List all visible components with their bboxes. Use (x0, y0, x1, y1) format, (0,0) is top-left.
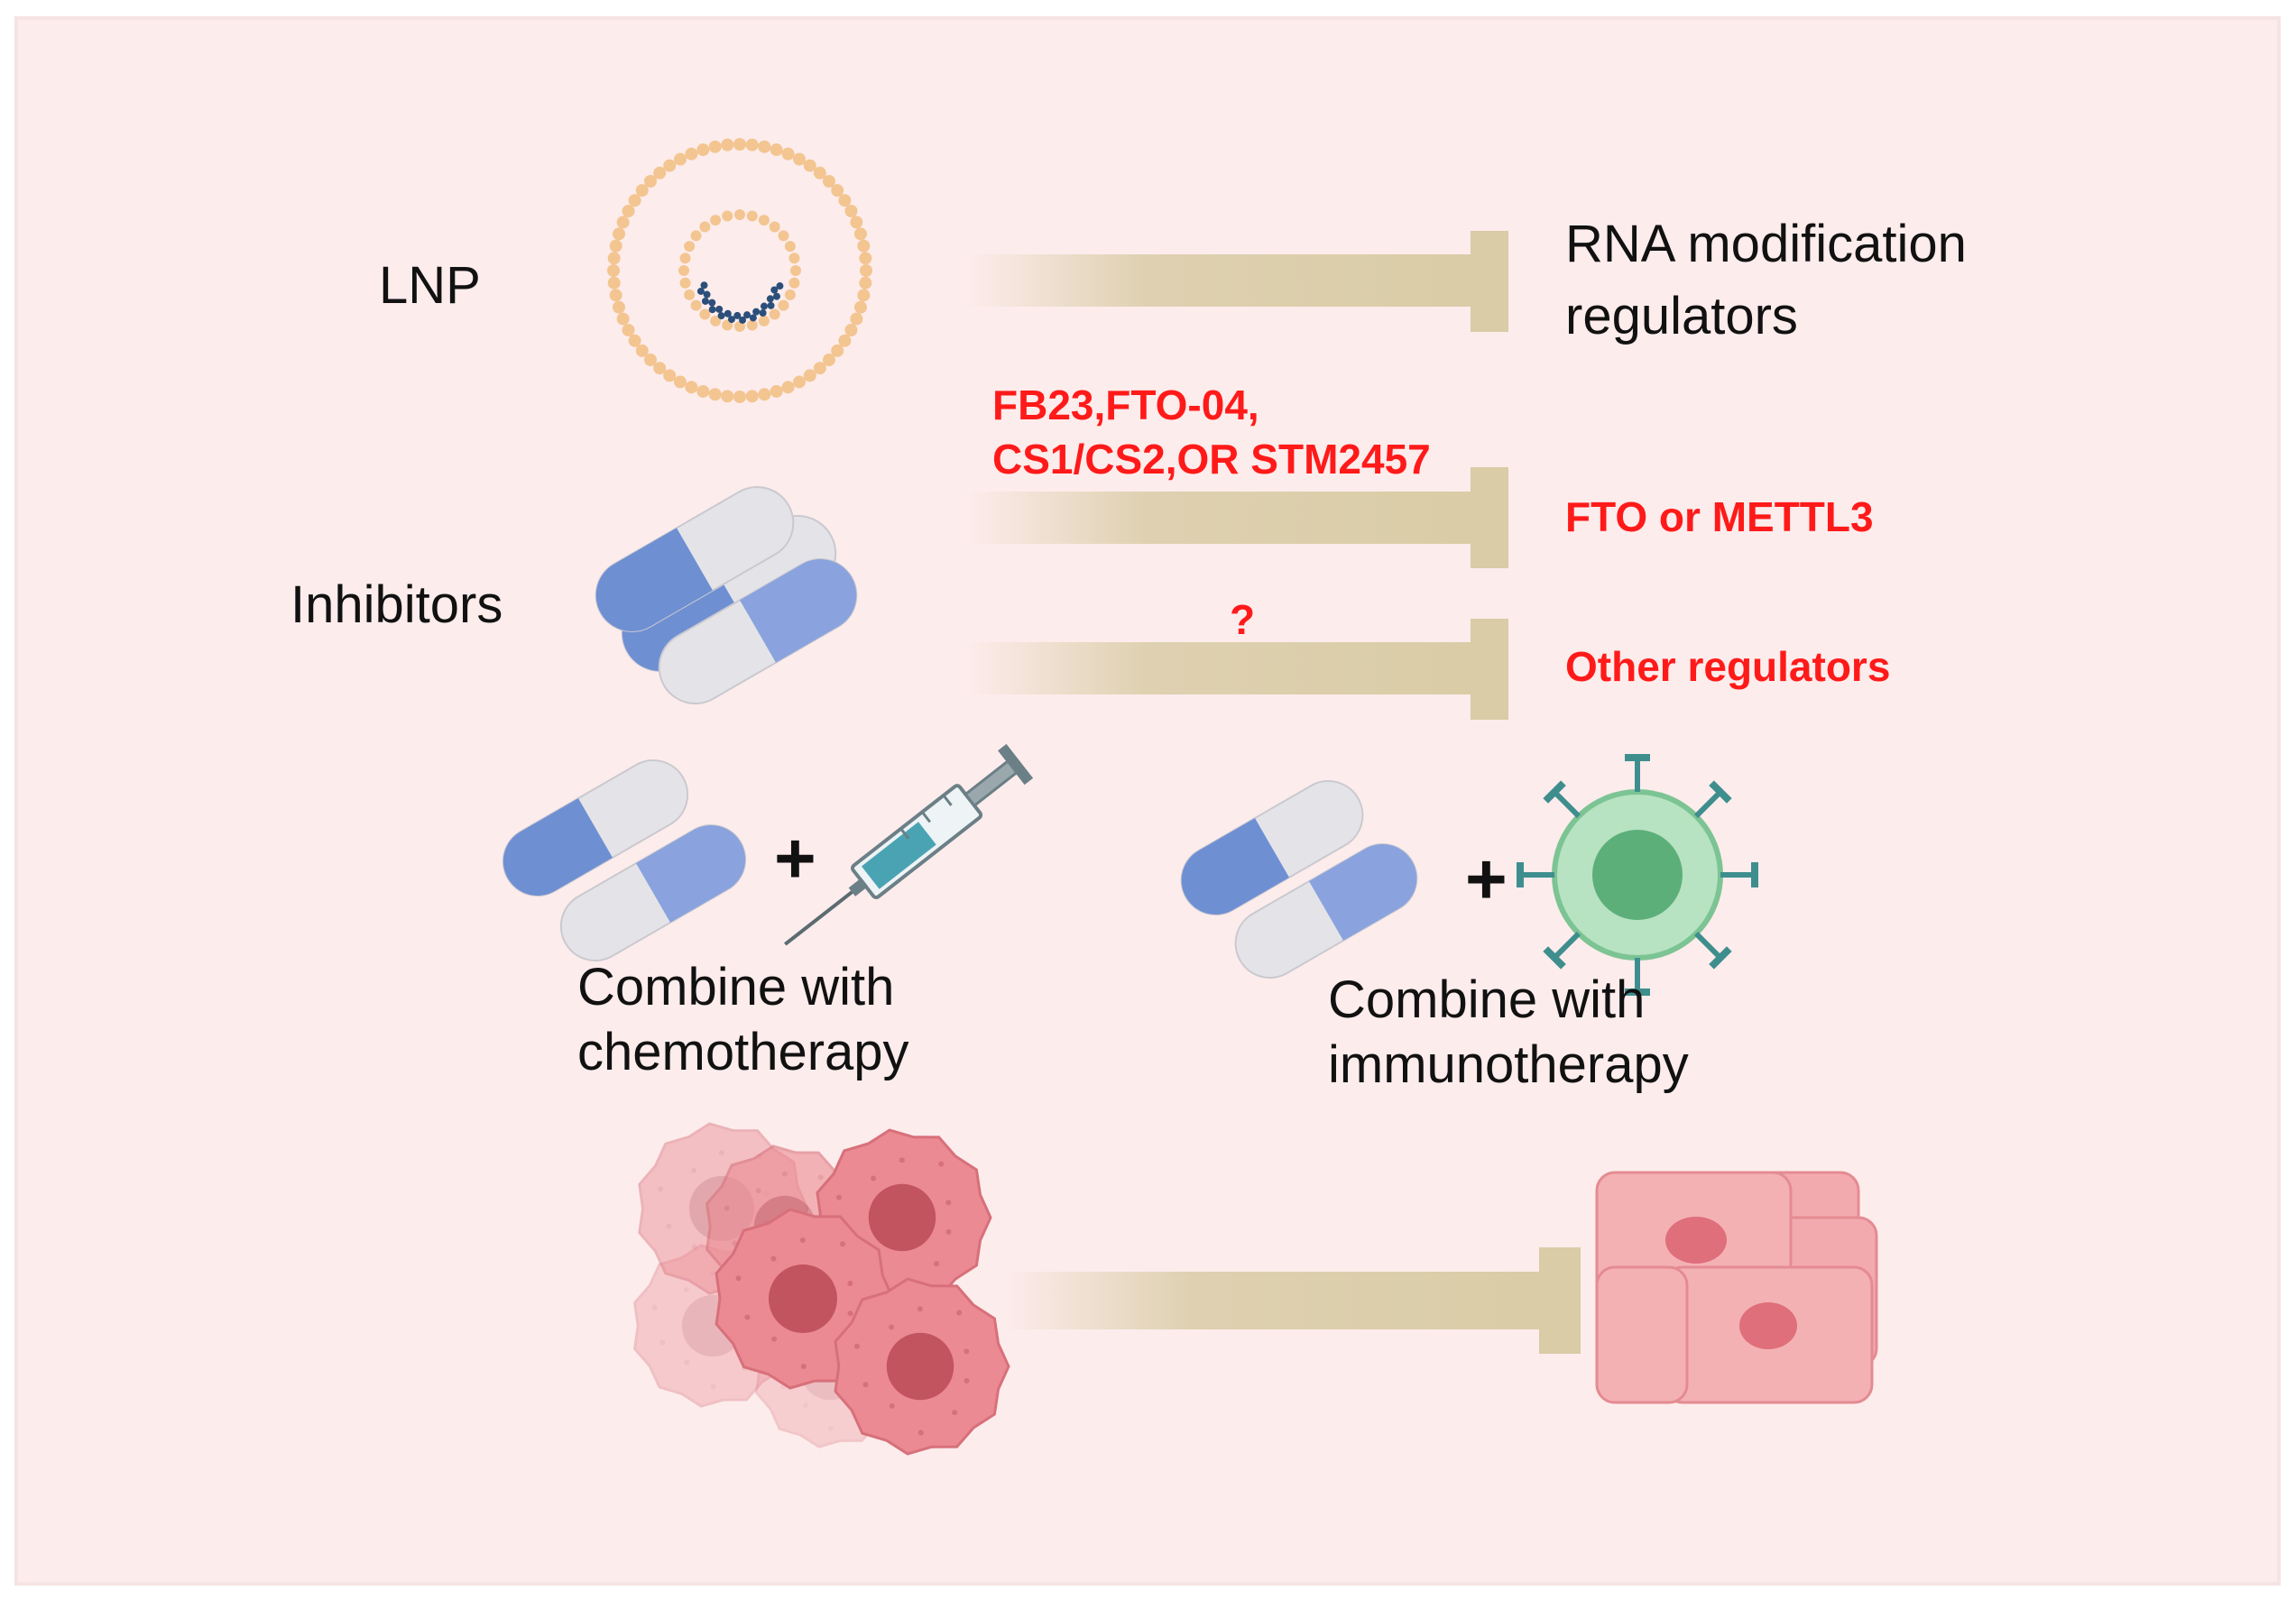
other-regulators-label: Other regulators (1565, 643, 1891, 690)
capsule-icon (1234, 843, 1418, 979)
inhibition-arrow-tumor (1001, 1247, 1581, 1354)
combine-immuno-line1: Combine with (1328, 970, 1646, 1029)
question-mark-label: ? (1230, 596, 1256, 643)
inhibitor-names-line2: CS1/CS2,OR STM2457 (992, 436, 1431, 483)
lnp-icon (607, 138, 872, 403)
capsule-icon (502, 759, 689, 897)
capsule-icon (1180, 780, 1364, 915)
inhibition-arrow-lnp (965, 231, 1508, 332)
plus-sign-chemo: + (774, 818, 816, 898)
combine-immuno-line2: immunotherapy (1328, 1035, 1689, 1094)
syringe-icon (784, 743, 1034, 946)
normal-cells-icon (1595, 1171, 1878, 1404)
combine-chemo-line1: Combine with (577, 958, 895, 1016)
rna-regulators-label-line1: RNA modification (1565, 215, 1967, 273)
inhibition-arrow-fto-mettl3 (965, 467, 1508, 568)
capsule-icon (658, 558, 858, 704)
rna-regulators-label-line2: regulators (1565, 287, 1798, 345)
capsule-icon (559, 824, 747, 961)
immune-cell-icon (1517, 754, 1758, 996)
capsule-icon (595, 486, 795, 632)
plus-sign-immuno: + (1465, 839, 1508, 919)
inhibitors-label: Inhibitors (290, 575, 503, 634)
combine-chemo-line2: chemotherapy (577, 1023, 909, 1081)
lnp-label: LNP (379, 256, 481, 315)
fto-mettl3-label: FTO or METTL3 (1565, 493, 1874, 540)
tumor-cells-icon (633, 1122, 1010, 1456)
inhibitor-names-line1: FB23,FTO-04, (992, 382, 1259, 428)
inhibition-arrow-other (965, 619, 1508, 720)
